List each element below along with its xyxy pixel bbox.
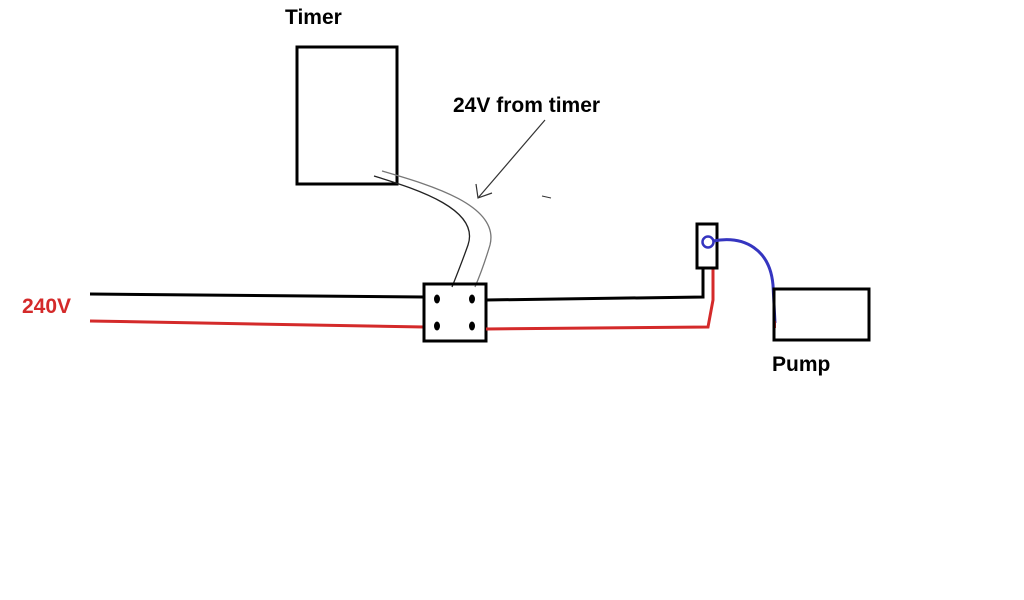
pump-lead	[712, 238, 777, 324]
relay-box	[422, 282, 488, 343]
relay-terminal-bottom-right	[469, 321, 475, 331]
connector-box	[695, 222, 719, 270]
control-wire-outer	[381, 170, 492, 288]
neutral-wire-in	[89, 292, 425, 299]
connector-terminal	[701, 235, 715, 249]
stray-mark	[541, 195, 552, 199]
relay-terminal-bottom-left	[434, 321, 440, 331]
timer-label: Timer	[285, 6, 342, 29]
live-wire-out	[485, 268, 715, 331]
annotation-arrow	[475, 119, 546, 199]
neutral-wire-out	[485, 268, 705, 302]
supply-voltage-label: 240V	[22, 295, 72, 318]
control-voltage-label: 24V from timer	[453, 94, 601, 117]
timer-box	[295, 45, 399, 186]
relay-terminals	[434, 294, 475, 331]
relay-terminal-top-right	[469, 294, 475, 304]
pump-box	[772, 287, 871, 342]
live-wire-in	[89, 319, 425, 329]
control-wires	[373, 170, 492, 288]
pump-label: Pump	[772, 353, 831, 376]
control-wire-inner	[373, 175, 471, 288]
relay-terminal-top-left	[434, 294, 440, 304]
